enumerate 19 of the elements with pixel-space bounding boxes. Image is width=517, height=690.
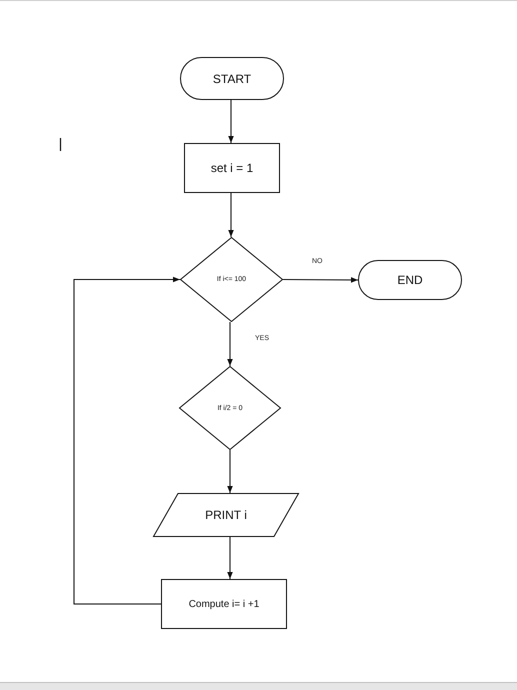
decision-diamond — [180, 237, 283, 322]
input-output-box — [153, 493, 299, 537]
node-label: END — [397, 273, 423, 287]
arrow — [282, 277, 358, 283]
node-label: PRINT i — [205, 508, 247, 522]
terminal-box — [358, 260, 462, 300]
decision-diamond — [179, 366, 281, 450]
node-label: START — [212, 72, 252, 86]
arrow — [228, 192, 234, 238]
arrow — [227, 450, 233, 494]
process-box — [161, 579, 287, 629]
process-box — [184, 143, 280, 193]
arrow — [227, 536, 233, 580]
node-label: set i = 1 — [210, 161, 254, 175]
arrow — [228, 100, 234, 144]
terminal-box — [180, 57, 284, 100]
node-label: Compute i= i +1 — [188, 598, 260, 610]
arrow — [227, 322, 233, 366]
arrow — [74, 276, 180, 604]
